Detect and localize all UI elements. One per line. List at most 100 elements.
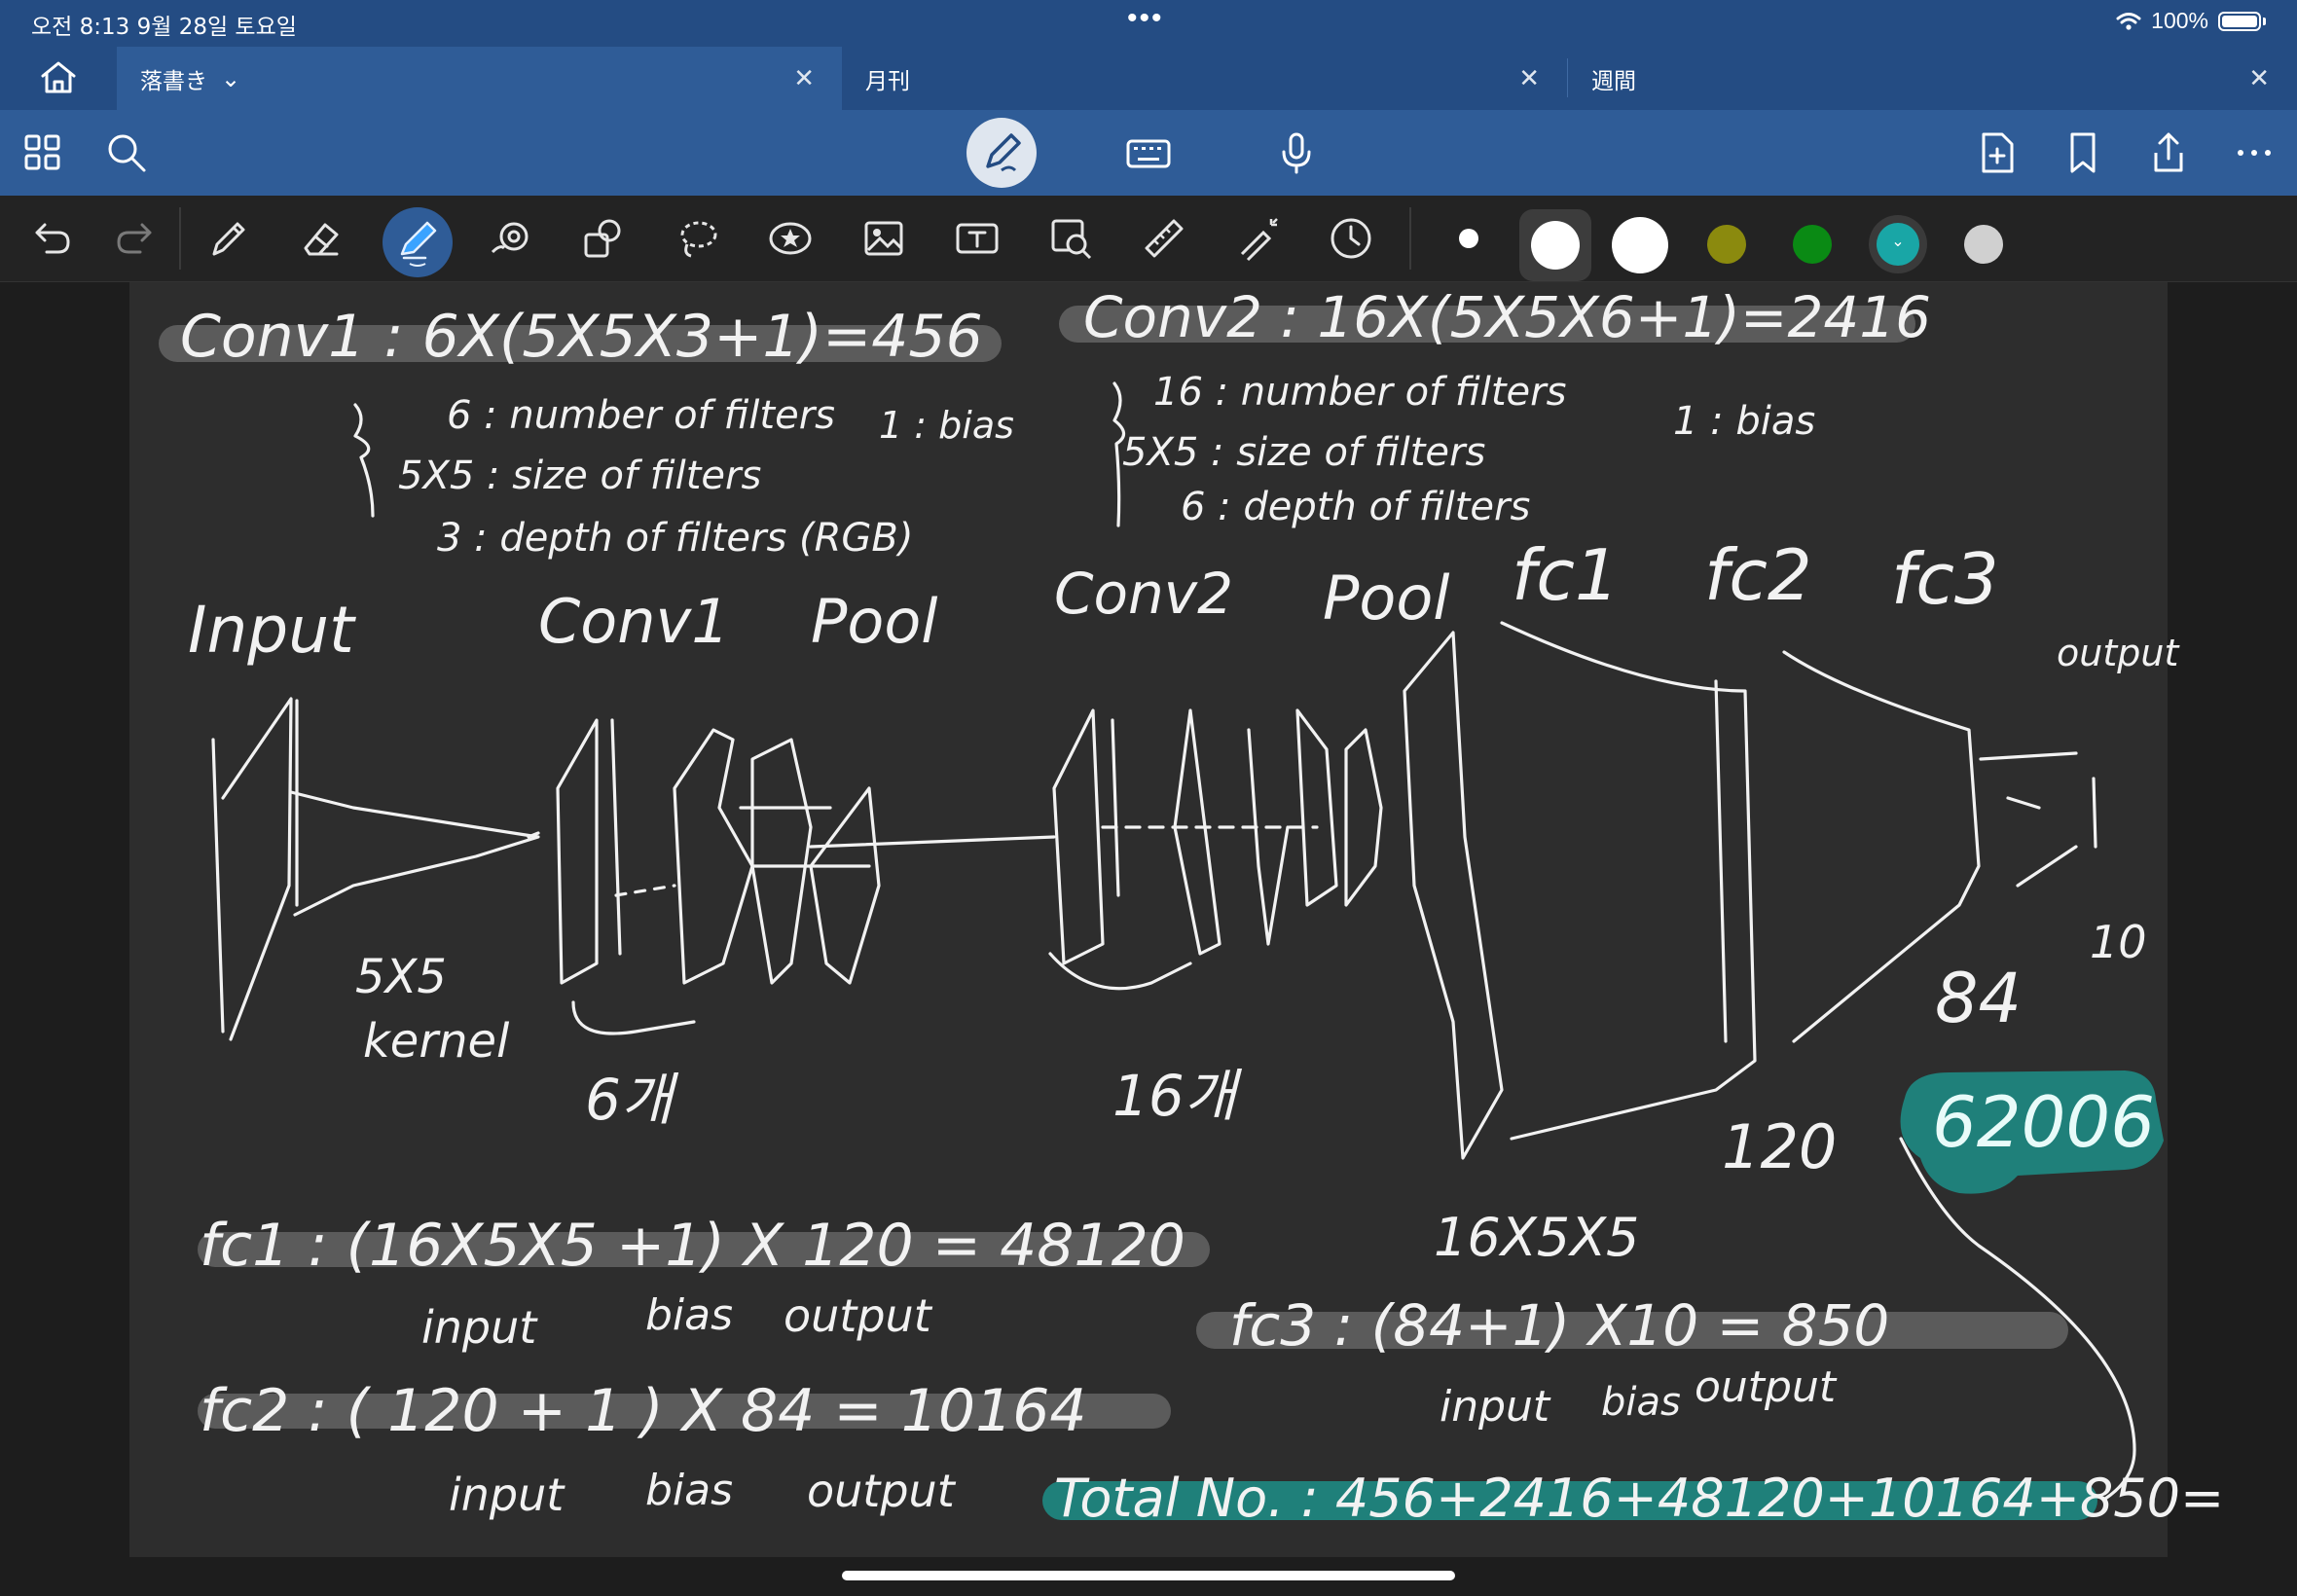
wifi-icon (2116, 12, 2141, 30)
brace-conv2 (1112, 381, 1126, 527)
tab-monthly[interactable]: 月刊 ✕ (842, 47, 1567, 110)
undo-icon[interactable] (27, 215, 74, 262)
top-toolbar (0, 110, 2297, 196)
canvas-area[interactable]: Conv1 : 6X(5X5X3+1)=456 Conv2 : 16X(5X5X… (0, 282, 2297, 1596)
highlight-fc1 (198, 1232, 1210, 1267)
color-swatch-white-medium[interactable] (1531, 221, 1580, 270)
label-input: Input (188, 593, 356, 668)
image-icon[interactable] (860, 215, 907, 262)
search-icon[interactable] (105, 131, 148, 174)
fc2-output: output (807, 1465, 957, 1517)
home-indicator[interactable] (842, 1571, 1455, 1580)
color-swatch-olive[interactable] (1707, 225, 1746, 264)
tab-scribble[interactable]: 落書き ⌄ ✕ (117, 47, 842, 110)
highlight-conv1 (159, 325, 1002, 362)
status-right: 100% (2116, 8, 2266, 34)
note-conv1: Conv1 : 6X(5X5X3+1)=456 (180, 303, 983, 371)
chevron-down-icon[interactable]: ⌄ (221, 64, 241, 92)
close-tab-icon[interactable]: ✕ (2248, 64, 2270, 93)
formula-fc1: fc1 : (16X5X5 +1) X 120 = 48120 (200, 1212, 1185, 1280)
battery-cap (2263, 17, 2266, 25)
highlight-fc3 (1196, 1312, 2068, 1349)
label-conv1: Conv1 (538, 586, 730, 657)
highlight-total-number (1900, 1070, 2164, 1194)
fc3-dimension: 16X5X5 (1434, 1207, 1639, 1268)
label-six: 6개 (585, 1067, 679, 1133)
bookmark-icon[interactable] (2061, 131, 2104, 174)
elements-icon[interactable] (580, 215, 627, 262)
tool-divider (179, 207, 181, 270)
note-conv2-a: 16 : number of filters (1153, 370, 1566, 415)
close-tab-icon[interactable]: ✕ (793, 64, 815, 93)
total-formula: Total No. : 456+2416+48120+10164+850= (1054, 1468, 2224, 1529)
share-icon[interactable] (2147, 131, 2190, 174)
status-time: 오전 8:13 9월 28일 토요일 (31, 15, 297, 40)
color-swatch-green[interactable] (1793, 225, 1832, 264)
label-pool2: Pool (1323, 562, 1449, 634)
pen-mode-icon (986, 133, 1021, 172)
highlight-fc2 (198, 1394, 1171, 1429)
fc1-input: input (421, 1301, 538, 1354)
timer-icon[interactable] (1328, 215, 1374, 262)
label-fc1: fc1 (1512, 534, 1620, 616)
brace-conv1 (353, 403, 375, 518)
highlighter-icon (400, 221, 437, 267)
formula-fc3: fc3 : (84+1) X10 = 850 (1229, 1292, 1889, 1359)
tab-bar: 落書き ⌄ ✕ 月刊 ✕ 週間 ✕ (0, 47, 2297, 110)
shape-icon[interactable] (487, 215, 533, 262)
multitask-dots[interactable]: ••• (1127, 2, 1164, 34)
label-fc2: fc2 (1704, 534, 1812, 616)
eraser-icon[interactable] (298, 215, 345, 262)
note-conv1-a: 6 : number of filters (447, 393, 835, 438)
note-conv1-b: 5X5 : size of filters (398, 453, 761, 498)
add-page-icon[interactable] (1976, 131, 2019, 174)
color-swatch-white-small[interactable] (1459, 229, 1478, 248)
highlight-total (1042, 1481, 2097, 1520)
tab-weekly[interactable]: 週間 ✕ (1568, 47, 2297, 110)
chevron-down-icon: ⌄ (1877, 223, 1919, 266)
label-120: 120 (1722, 1111, 1837, 1182)
pencil-icon[interactable] (204, 215, 251, 262)
tab-label: 月刊 (865, 68, 910, 94)
grid-icon[interactable] (21, 131, 64, 174)
label-pool1: Pool (811, 586, 937, 657)
label-10: 10 (2090, 916, 2147, 968)
text-icon[interactable] (954, 215, 1001, 262)
scan-icon[interactable] (1047, 215, 1094, 262)
tab-label: 落書き (140, 68, 207, 94)
ruler-icon[interactable] (1141, 215, 1187, 262)
battery-percent: 100% (2151, 8, 2208, 33)
highlight-conv2 (1059, 306, 1915, 343)
sticker-icon[interactable] (767, 215, 814, 262)
label-84: 84 (1935, 959, 2022, 1038)
label-kernel: kernel (363, 1014, 510, 1069)
pen-mode-button[interactable] (966, 118, 1037, 188)
microphone-icon[interactable] (1275, 131, 1318, 174)
note-conv2: Conv2 : 16X(5X5X6+1)=2416 (1083, 284, 1931, 350)
laser-pointer-icon[interactable] (1234, 215, 1281, 262)
fc2-input: input (449, 1469, 565, 1521)
label-kernel-size: 5X5 (355, 950, 447, 1004)
highlighter-button[interactable] (383, 207, 453, 277)
fc1-output: output (784, 1289, 933, 1342)
handwriting-canvas[interactable]: Conv1 : 6X(5X5X3+1)=456 Conv2 : 16X(5X5X… (129, 282, 2224, 1557)
more-icon[interactable] (2233, 131, 2276, 174)
redo-icon[interactable] (113, 215, 160, 262)
status-bar: 오전 8:13 9월 28일 토요일 ••• 100% (0, 0, 2297, 47)
network-diagram (211, 621, 2136, 1501)
notebook-page[interactable]: Conv1 : 6X(5X5X3+1)=456 Conv2 : 16X(5X5X… (129, 282, 2224, 1557)
tool-divider (1409, 207, 1411, 270)
home-icon[interactable] (39, 60, 78, 95)
battery-icon (2218, 11, 2261, 31)
close-tab-icon[interactable]: ✕ (1518, 64, 1540, 93)
lasso-icon[interactable] (674, 215, 720, 262)
note-conv1-bias: 1 : bias (879, 404, 1014, 447)
keyboard-icon[interactable] (1125, 131, 1172, 174)
formula-fc2: fc2 : ( 120 + 1 ) X 84 = 10164 (200, 1377, 1087, 1445)
note-conv2-c: 6 : depth of filters (1181, 485, 1530, 529)
color-swatch-white-large[interactable] (1612, 217, 1668, 273)
color-swatch-teal[interactable]: ⌄ (1869, 215, 1927, 273)
color-swatch-light-gray[interactable] (1964, 225, 2003, 264)
total-value: 62006 (1932, 1081, 2155, 1163)
label-fc3: fc3 (1891, 538, 1999, 620)
